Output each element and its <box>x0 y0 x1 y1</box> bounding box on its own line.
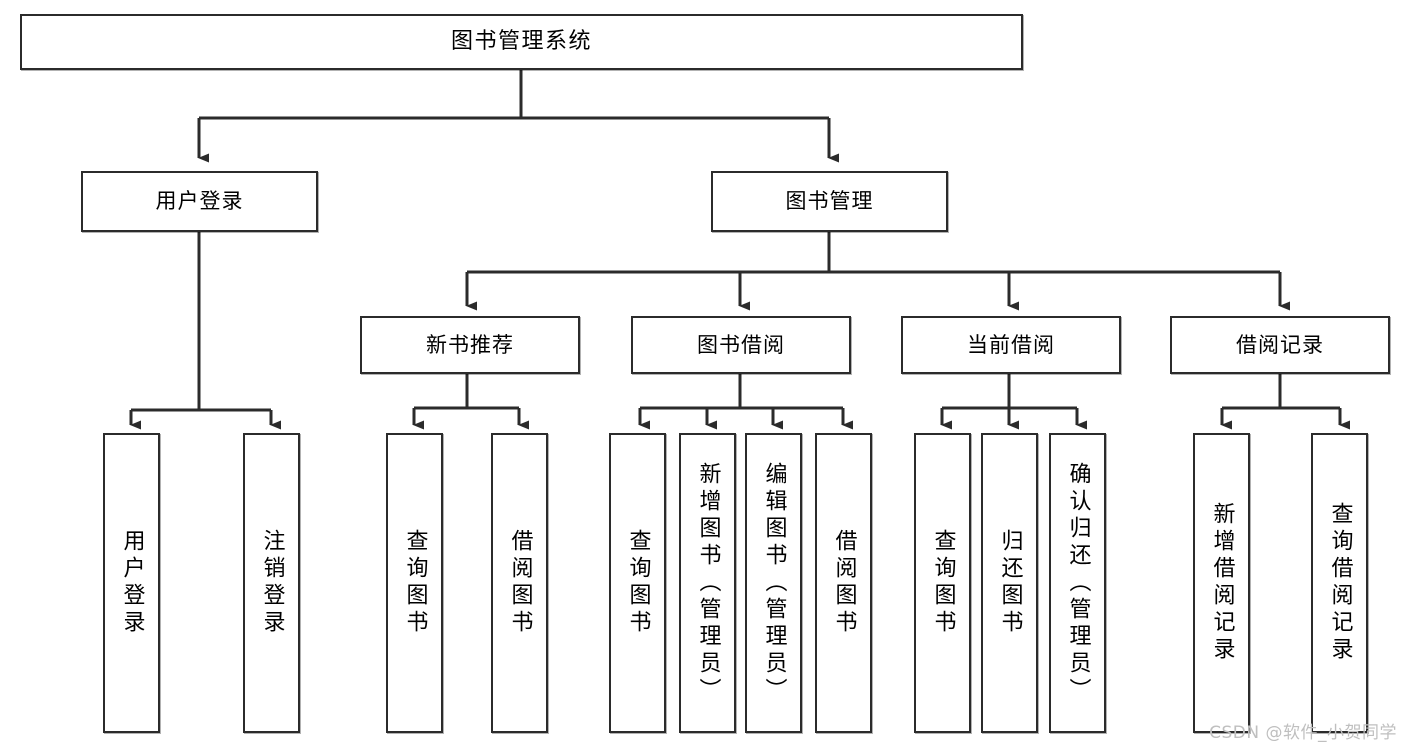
node-current-borrowing[interactable]: 当前借阅 <box>901 316 1121 374</box>
node-label: 图书借阅 <box>697 332 785 357</box>
node-label: 查询图书 <box>930 529 956 637</box>
node-book-management[interactable]: 图书管理 <box>711 171 948 232</box>
node-label: 借阅图书 <box>831 529 857 637</box>
node-label: 查询借阅记录 <box>1327 502 1353 664</box>
leaf-query-book-bb[interactable]: 查询图书 <box>609 433 666 733</box>
node-label: 新增借阅记录 <box>1209 502 1235 664</box>
node-label: 借阅记录 <box>1236 332 1324 357</box>
node-label: 图书管理 <box>785 189 874 214</box>
node-root-book-management-system[interactable]: 图书管理系统 <box>20 14 1023 70</box>
leaf-return-book[interactable]: 归还图书 <box>981 433 1038 733</box>
leaf-add-borrowing-record[interactable]: 新增借阅记录 <box>1193 433 1250 733</box>
node-borrowing-record[interactable]: 借阅记录 <box>1170 316 1390 374</box>
leaf-borrow-book-nbr[interactable]: 借阅图书 <box>491 433 548 733</box>
node-label: 查询图书 <box>402 529 428 637</box>
node-label: 用户登录 <box>155 189 244 214</box>
leaf-query-book-nbr[interactable]: 查询图书 <box>386 433 443 733</box>
leaf-edit-book-admin[interactable]: 编辑图书（管理员） <box>745 433 802 733</box>
leaf-confirm-return-admin[interactable]: 确认归还（管理员） <box>1049 433 1106 733</box>
node-label: 归还图书 <box>997 529 1023 637</box>
node-book-borrowing[interactable]: 图书借阅 <box>631 316 851 374</box>
leaf-logout[interactable]: 注销登录 <box>243 433 300 733</box>
node-new-book-recommendation[interactable]: 新书推荐 <box>360 316 580 374</box>
leaf-query-book-cb[interactable]: 查询图书 <box>914 433 971 733</box>
node-label: 新增图书（管理员） <box>695 461 721 705</box>
node-label: 图书管理系统 <box>450 29 592 55</box>
node-label: 注销登录 <box>259 529 285 637</box>
leaf-add-book-admin[interactable]: 新增图书（管理员） <box>679 433 736 733</box>
node-label: 用户登录 <box>119 529 145 637</box>
node-label: 编辑图书（管理员） <box>761 461 787 705</box>
leaf-user-login[interactable]: 用户登录 <box>103 433 160 733</box>
node-label: 查询图书 <box>625 529 651 637</box>
node-label: 确认归还（管理员） <box>1065 461 1091 705</box>
leaf-query-borrowing-record[interactable]: 查询借阅记录 <box>1311 433 1368 733</box>
node-user-login[interactable]: 用户登录 <box>81 171 318 232</box>
leaf-borrow-book-bb[interactable]: 借阅图书 <box>815 433 872 733</box>
node-label: 借阅图书 <box>507 529 533 637</box>
node-label: 当前借阅 <box>967 332 1055 357</box>
csdn-watermark: CSDN @软件_小贺同学 <box>1209 723 1397 743</box>
node-label: 新书推荐 <box>426 332 514 357</box>
